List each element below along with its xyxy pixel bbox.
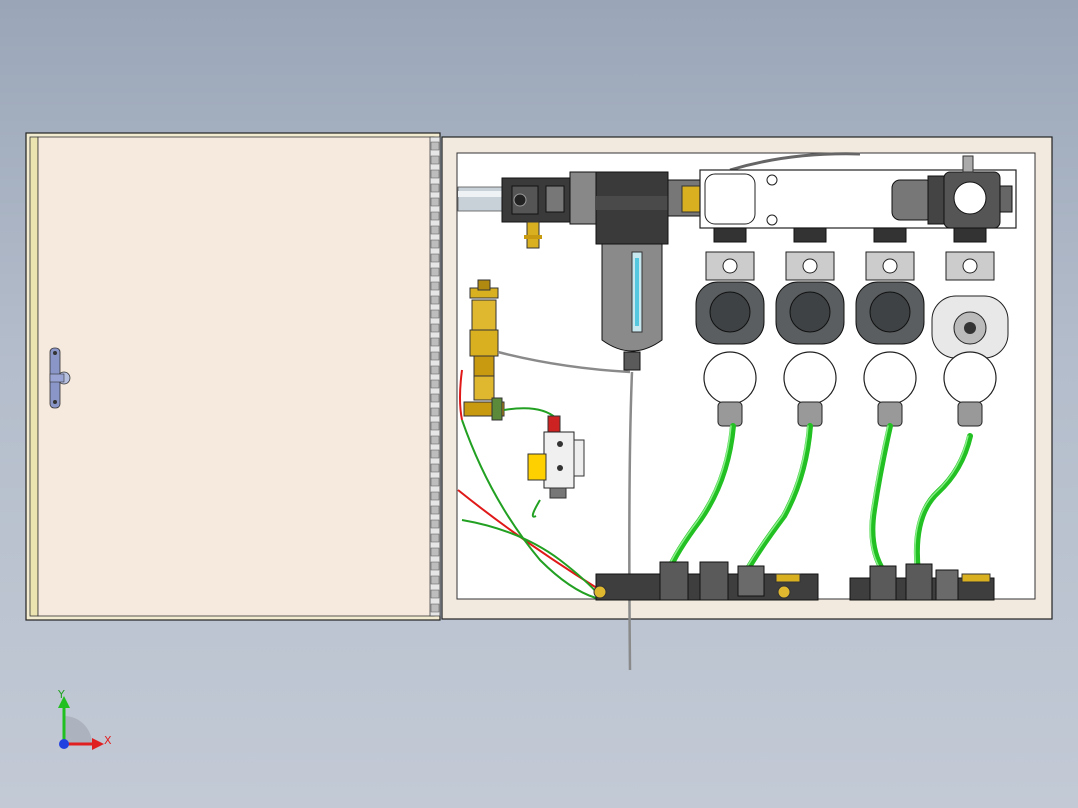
hinge-knuckle [430,533,440,543]
hinge-knuckle [430,463,440,473]
brass-valve-stack [463,279,505,421]
hinge-knuckle [430,351,440,361]
hinge-knuckle [430,141,440,151]
triad-x-label: X [104,734,112,747]
gauge-dial [783,351,837,405]
shutoff-valve [501,171,599,249]
filter-regulator [595,171,701,371]
hinge-knuckle [430,421,440,431]
door-hinge [429,136,441,617]
hinge-knuckle [430,491,440,501]
hinge-knuckle [430,603,440,613]
hinge-knuckle [430,225,440,235]
door-panel [37,136,435,617]
gauge-dial [943,351,997,405]
hinge-knuckle [430,281,440,291]
hinge-knuckle [430,155,440,165]
cabinet-door [25,132,441,621]
bottom-valve-manifold [593,561,995,601]
hinge-knuckle [430,309,440,319]
inlet-tube [457,186,503,212]
hinge-knuckle [430,505,440,515]
hinge-knuckle [430,561,440,571]
hinge-knuckle [430,477,440,487]
hinge-knuckle [430,267,440,277]
regulator-bank [695,227,1009,427]
gauge-dial [703,351,757,405]
hinge-knuckle [430,337,440,347]
green-tubing-highlight [665,425,969,573]
pressure-regulator [695,227,765,427]
pressure-regulator [855,227,925,427]
hinge-knuckle [430,239,440,249]
hinge-knuckle [430,183,440,193]
hinge-knuckle [430,169,440,179]
hinge-knuckle [430,365,440,375]
solenoid-valve [527,415,585,499]
hinge-knuckle [430,575,440,585]
hinge-knuckle [430,547,440,557]
pressure-regulator [775,227,845,427]
hinge-knuckle [430,211,440,221]
green-tubing [665,423,973,575]
hinge-knuckle [430,519,440,529]
distribution-manifold [699,152,1017,229]
triad-y-label: Y [57,688,65,701]
hinge-knuckle [430,323,440,333]
hinge-knuckle [430,295,440,305]
hinge-knuckle [430,253,440,263]
door-latch-icon[interactable] [49,347,71,409]
hinge-knuckle [430,393,440,403]
gauge-dial [863,351,917,405]
hinge-knuckle [430,435,440,445]
hinge-knuckle [430,379,440,389]
hinge-knuckle [430,449,440,459]
pressure-regulator [931,227,1009,427]
hinge-knuckle [430,197,440,207]
hinge-knuckle [430,407,440,417]
hinge-knuckle [430,589,440,599]
grey-pneumatic-line [497,350,634,671]
coordinate-triad-icon: Y X [57,688,112,750]
